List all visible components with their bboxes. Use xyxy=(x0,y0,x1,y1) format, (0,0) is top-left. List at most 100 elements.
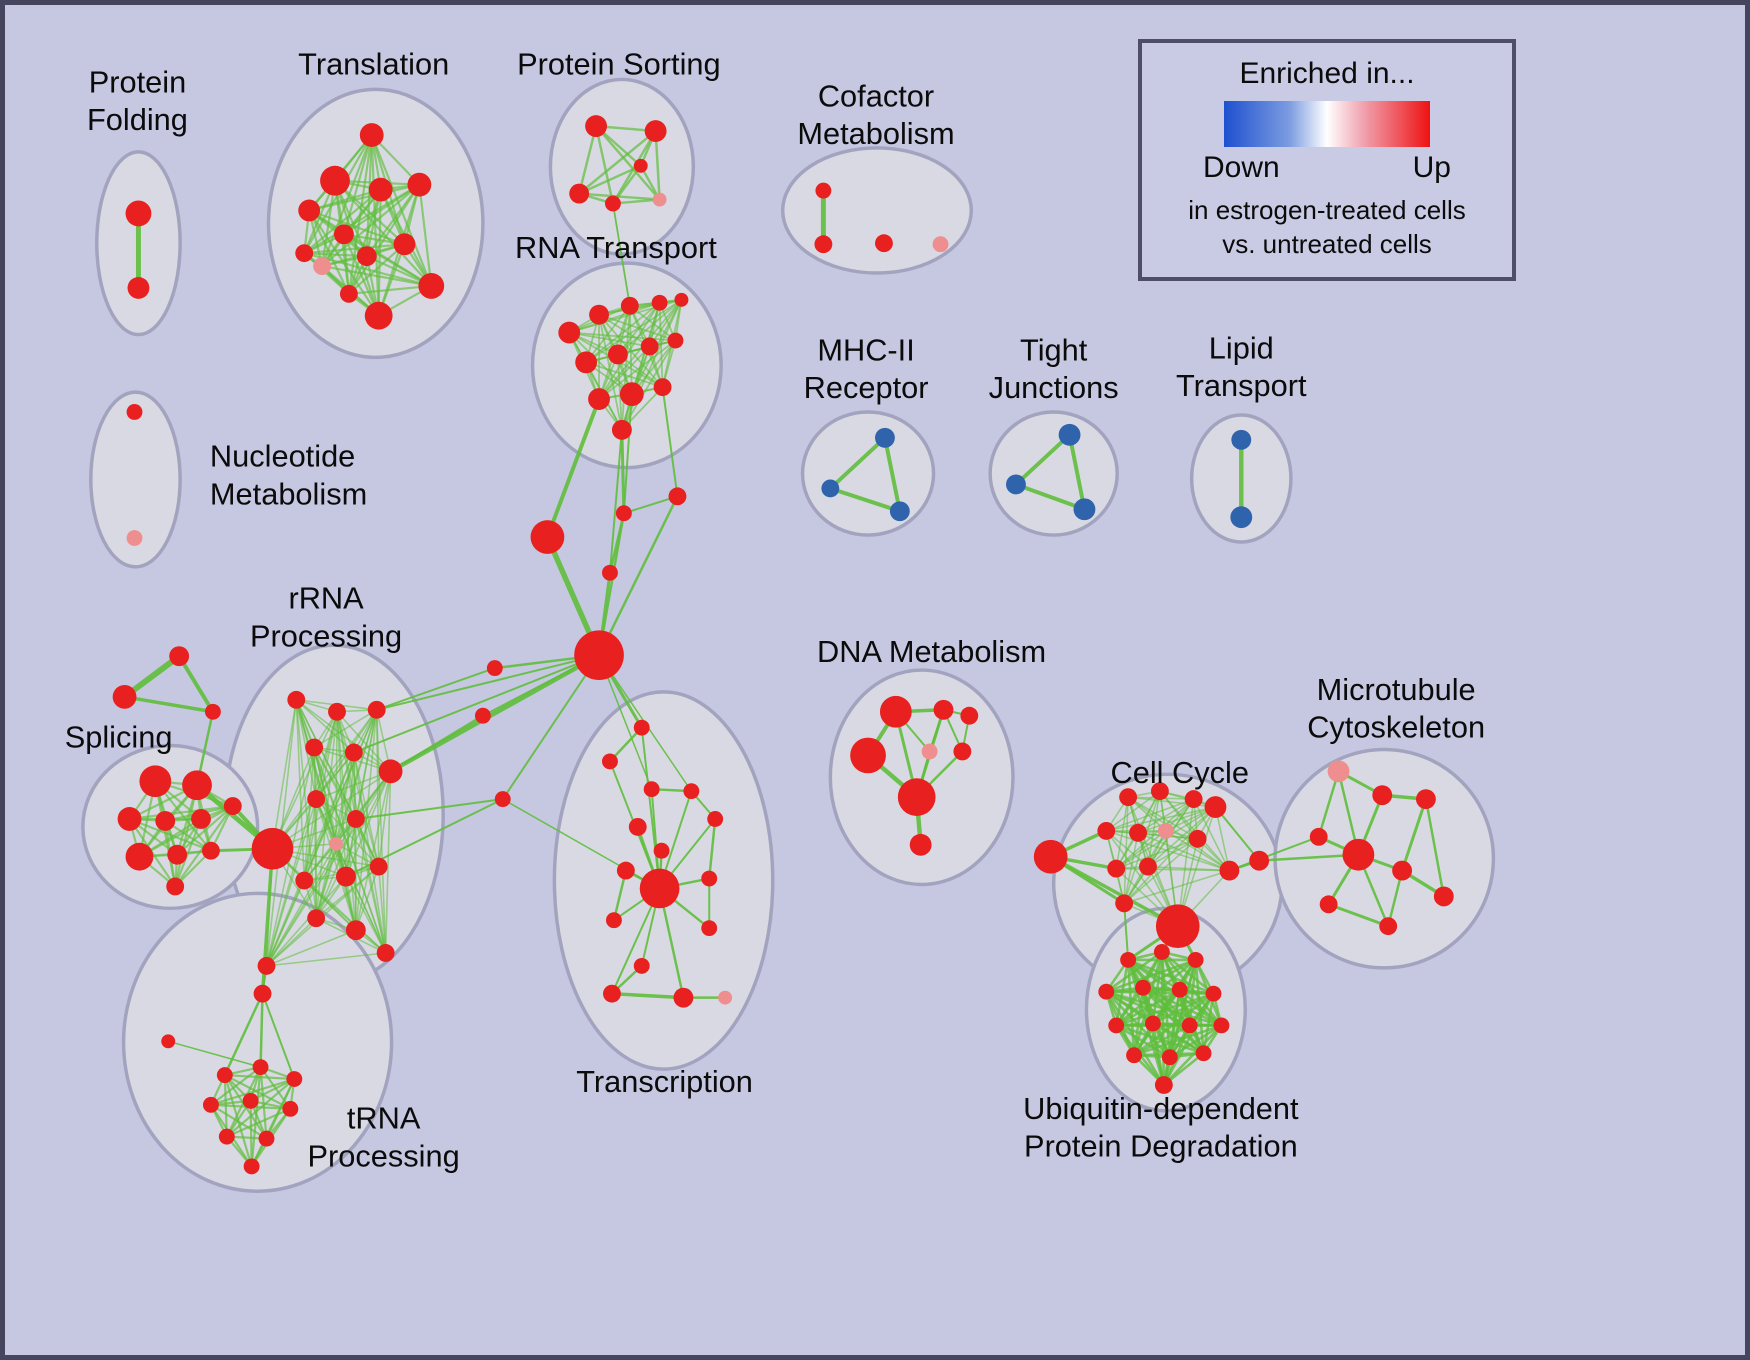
cluster-label-lipid-transport: Transport xyxy=(1176,368,1307,403)
cluster-label-ubiquitin-protein-degradation: Protein Degradation xyxy=(1024,1128,1298,1163)
node-sp5 xyxy=(191,809,211,829)
edge xyxy=(355,818,387,954)
node-tr10 xyxy=(393,233,416,256)
node-tr7 xyxy=(295,244,314,263)
edge xyxy=(225,1107,292,1138)
legend-subtitle-2: vs. untreated cells xyxy=(1222,229,1432,259)
node-cc8 xyxy=(1157,822,1174,839)
node-ub13 xyxy=(1161,1049,1178,1066)
node-sp4 xyxy=(155,811,176,831)
node-cm3 xyxy=(875,234,893,253)
node-ub6 xyxy=(1171,981,1188,998)
edge xyxy=(138,804,234,858)
cluster-label-rna-transport: RNA Transport xyxy=(515,230,717,265)
node-rt3 xyxy=(620,296,639,315)
edge xyxy=(1141,958,1197,990)
node-sp1 xyxy=(139,765,172,798)
node-tj2 xyxy=(1006,474,1026,495)
node-x2 xyxy=(112,684,137,709)
node-sp7 xyxy=(125,842,154,871)
edge xyxy=(828,435,887,491)
cluster-label-transcription: Transcription xyxy=(576,1064,753,1099)
nodes-layer xyxy=(112,115,1454,1175)
edge xyxy=(1115,838,1199,870)
cluster-label-mhc-ii-receptor: MHC-II xyxy=(817,332,914,367)
edge xyxy=(303,798,317,882)
node-cc12 xyxy=(1219,860,1240,881)
node-tx12 xyxy=(701,920,718,937)
edge xyxy=(265,879,306,967)
node-x3 xyxy=(204,703,221,720)
node-rr1 xyxy=(287,690,306,709)
edge xyxy=(1132,1024,1191,1057)
node-sp8 xyxy=(167,844,188,865)
cluster-label-protein-folding: Protein xyxy=(89,64,186,99)
node-rt10 xyxy=(588,388,610,410)
node-ub8 xyxy=(1108,1017,1125,1034)
node-cm2 xyxy=(814,235,833,254)
node-cc10 xyxy=(1107,859,1126,878)
node-tx9 xyxy=(639,868,680,909)
node-tp1 xyxy=(253,984,272,1003)
node-cc6 xyxy=(1097,821,1116,840)
edge xyxy=(617,353,623,431)
node-rr2 xyxy=(328,702,346,721)
node-tx14 xyxy=(603,984,621,1003)
edge xyxy=(654,129,661,201)
node-tj1 xyxy=(1058,423,1081,446)
node-mc2 xyxy=(1372,785,1393,806)
node-cm4 xyxy=(932,236,949,253)
edge xyxy=(303,243,406,255)
edge xyxy=(303,879,387,954)
node-cc5 xyxy=(1204,796,1227,818)
edge xyxy=(315,751,355,800)
edge xyxy=(303,252,368,258)
node-rt6 xyxy=(575,351,598,374)
edge xyxy=(1147,838,1199,868)
edge xyxy=(501,654,601,801)
node-ps6 xyxy=(633,158,648,173)
node-ub9 xyxy=(1145,1015,1161,1032)
node-mh1 xyxy=(875,427,895,448)
edge xyxy=(265,770,392,967)
edge xyxy=(375,708,387,954)
edge xyxy=(295,699,355,754)
edge xyxy=(1067,432,1087,512)
edge xyxy=(1105,798,1195,832)
edge xyxy=(128,804,234,821)
cluster-label-mhc-ii-receptor: Receptor xyxy=(804,370,929,405)
edge xyxy=(271,710,338,850)
edge xyxy=(167,1040,262,1068)
node-cc7 xyxy=(1129,823,1147,842)
edge xyxy=(1105,830,1149,868)
node-rt8 xyxy=(640,337,659,356)
node-rr14 xyxy=(307,909,326,928)
node-rr3 xyxy=(367,700,386,719)
node-dm8 xyxy=(909,833,932,856)
node-cc9 xyxy=(1188,829,1207,848)
node-tr2 xyxy=(320,165,350,196)
node-tp8 xyxy=(282,1100,299,1117)
node-cc2 xyxy=(1119,788,1138,807)
edge xyxy=(389,714,485,773)
node-ub7 xyxy=(1205,985,1222,1002)
node-tr4 xyxy=(368,177,393,202)
edge xyxy=(1228,835,1320,872)
edge xyxy=(313,746,380,868)
node-ub10 xyxy=(1181,1017,1198,1034)
edge xyxy=(336,710,380,868)
node-g7 xyxy=(494,791,511,808)
node-tr3 xyxy=(298,199,321,222)
edge xyxy=(209,1103,268,1140)
node-cc4 xyxy=(1184,790,1203,809)
edge xyxy=(342,233,380,317)
edge xyxy=(1147,790,1161,868)
node-rr12 xyxy=(335,866,356,887)
edge xyxy=(353,751,387,954)
node-rt12 xyxy=(653,378,672,397)
edge xyxy=(1127,796,1217,808)
node-ps4 xyxy=(605,195,621,212)
edge xyxy=(377,865,387,954)
node-sp2 xyxy=(182,770,212,801)
